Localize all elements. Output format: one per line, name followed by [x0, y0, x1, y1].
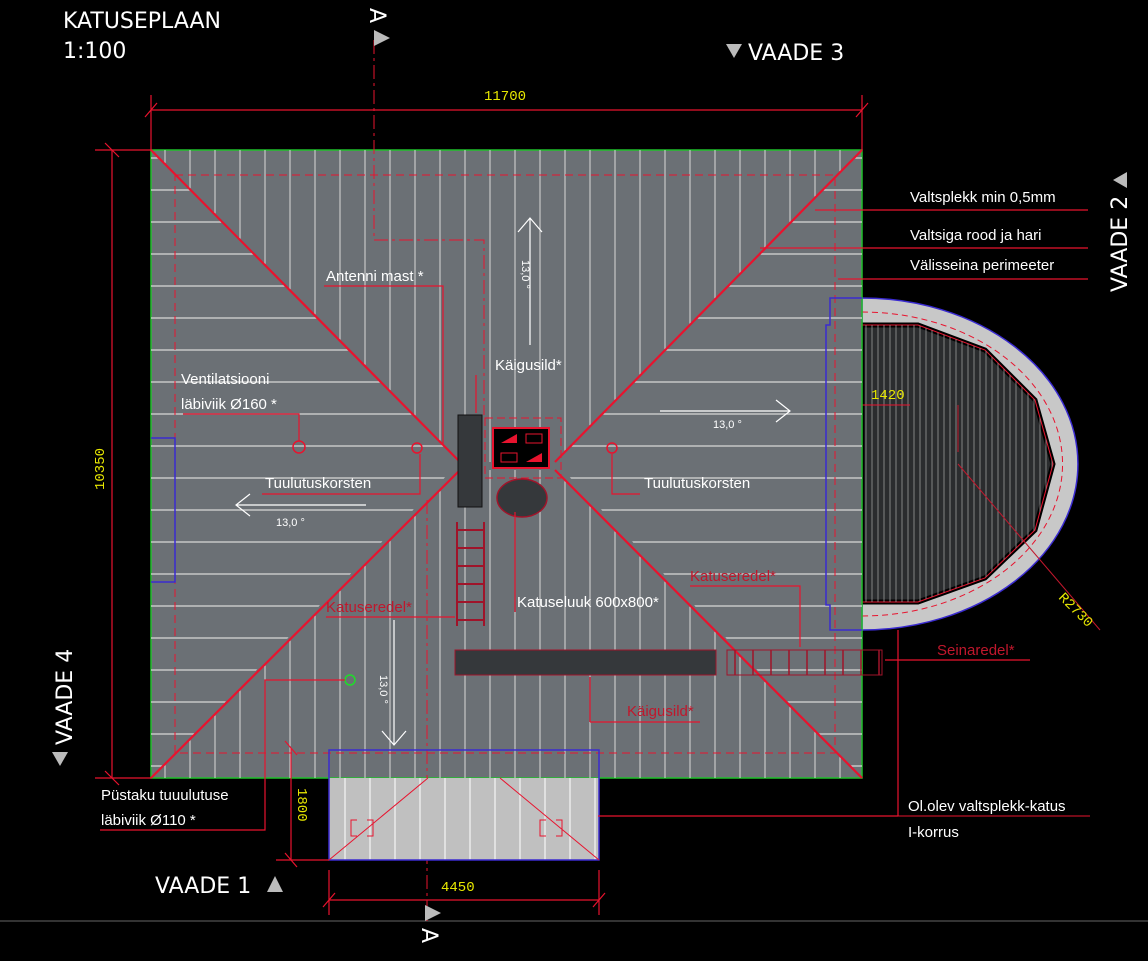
section-a-bottom-arrow-icon [425, 905, 441, 921]
label-rood: Valtsiga rood ja hari [910, 227, 1041, 244]
label-walkway-top: Käigusild* [495, 357, 562, 374]
dim-width: 11700 [484, 89, 526, 105]
label-existing-roof: Ol.olev valtsplekk-katus [908, 798, 1066, 815]
label-roof-ladder-right: Katuseredel* [690, 568, 776, 585]
section-a-bottom: A [416, 928, 441, 943]
view-3-triangle-icon [726, 44, 742, 58]
slope-south: 13,0 ° [377, 675, 389, 704]
dim-porch-width: 4450 [441, 880, 475, 896]
roof-equipment [292, 414, 883, 686]
porch-roof [328, 749, 600, 861]
view-2-triangle-icon [1113, 172, 1127, 188]
label-vent-2: läbiviik Ø160 * [181, 396, 277, 413]
label-chimney-right: Tuulutuskorsten [644, 475, 750, 492]
label-stack-vent-1: Püstaku tuuulutuse [101, 787, 229, 804]
dim-porch-depth: 1800 [293, 788, 309, 822]
section-a-top: A [364, 8, 389, 23]
label-walkway-bottom: Käigusild* [627, 703, 694, 720]
label-valtsplekk: Valtsplekk min 0,5mm [910, 189, 1056, 206]
view-1-triangle-icon [267, 876, 283, 892]
dimension-lines [95, 95, 869, 915]
label-perimeeter: Välisseina perimeeter [910, 257, 1054, 274]
roof-hatch-icon [492, 427, 550, 469]
dim-height: 10350 [93, 448, 109, 490]
label-stack-vent-2: läbiviik Ø110 * [101, 812, 196, 829]
leader-lines [100, 209, 1088, 831]
dim-bay: 1420 [871, 388, 905, 404]
slope-west: 13,0 ° [276, 517, 305, 529]
label-wall-ladder: Seinaredel* [937, 642, 1015, 659]
label-antenna: Antenni mast * [326, 268, 424, 285]
drawing-scale: 1:100 [63, 39, 126, 64]
slope-north: 13,0 ° [519, 260, 531, 289]
view-2-label: VAADE 2 [1108, 196, 1133, 292]
view-4-label: VAADE 4 [53, 649, 78, 745]
dim-radius: R2730 [1054, 590, 1095, 631]
label-floor: I-korrus [908, 824, 959, 841]
drawing-title: KATUSEPLAAN [63, 9, 221, 34]
round-annex [830, 297, 1101, 631]
label-roof-ladder-left: Katuseredel* [326, 599, 412, 616]
view-1-label: VAADE 1 [155, 874, 251, 899]
slope-east: 13,0 ° [713, 419, 742, 431]
section-a-top-arrow-icon [374, 30, 390, 46]
slope-arrows [235, 217, 791, 746]
view-3-label: VAADE 3 [748, 41, 844, 66]
label-vent-1: Ventilatsiooni [181, 371, 269, 388]
label-roof-hatch: Katuseluuk 600x800* [517, 594, 659, 611]
label-chimney-left: Tuulutuskorsten [265, 475, 371, 492]
view-4-triangle-icon [52, 752, 68, 766]
